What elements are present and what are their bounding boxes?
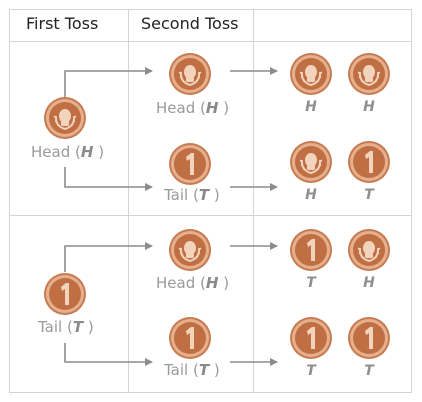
coin-tail-icon — [289, 316, 333, 360]
label-second-tail-2: Tail (T ) — [164, 361, 220, 379]
label-symbol: H — [205, 274, 219, 292]
label-symbol: T — [198, 361, 210, 379]
coin-tail-icon — [347, 316, 391, 360]
arrow-first-head-to-head — [64, 67, 153, 97]
arrow-first-tail-to-tail — [64, 343, 153, 366]
table-grid — [9, 9, 412, 393]
outcome-letter: T — [364, 187, 374, 203]
coin-tail-icon — [347, 140, 391, 184]
outcome-letter: T — [306, 363, 316, 379]
coin-head-icon — [289, 52, 333, 96]
label-word: Tail — [164, 361, 189, 379]
outcome-letter: H — [363, 275, 375, 291]
header-second-toss: Second Toss — [141, 14, 239, 33]
label-word: Tail — [38, 318, 63, 336]
coin-head-icon — [347, 228, 391, 272]
coin-tail-icon — [289, 228, 333, 272]
coin-tail-icon — [43, 272, 87, 316]
label-first-head: Head (H ) — [31, 143, 105, 161]
label-symbol: H — [80, 143, 94, 161]
outcome-letter: T — [306, 275, 316, 291]
outcome-letter: H — [363, 99, 375, 115]
coin-head-icon — [347, 52, 391, 96]
outcome-letter: H — [305, 187, 317, 203]
arrow-first-tail-to-head — [64, 242, 153, 272]
coin-head-icon — [43, 96, 87, 140]
arrow-first-head-to-tail — [64, 167, 153, 191]
coin-tail-icon — [168, 316, 212, 360]
label-second-head-1: Head (H ) — [156, 99, 230, 117]
header-first-toss: First Toss — [26, 14, 99, 33]
coin-head-icon — [168, 228, 212, 272]
label-second-tail-1: Tail (T ) — [164, 186, 220, 204]
label-first-tail: Tail (T ) — [38, 318, 94, 336]
label-symbol: T — [72, 318, 84, 336]
label-symbol: T — [198, 186, 210, 204]
coin-head-icon — [289, 140, 333, 184]
label-second-head-2: Head (H ) — [156, 274, 230, 292]
label-word: Head — [156, 274, 196, 292]
label-symbol: H — [205, 99, 219, 117]
label-word: Head — [31, 143, 71, 161]
outcome-letter: T — [364, 363, 374, 379]
label-word: Tail — [164, 186, 189, 204]
label-word: Head — [156, 99, 196, 117]
coin-tail-icon — [168, 142, 212, 186]
coin-head-icon — [168, 52, 212, 96]
outcome-letter: H — [305, 99, 317, 115]
